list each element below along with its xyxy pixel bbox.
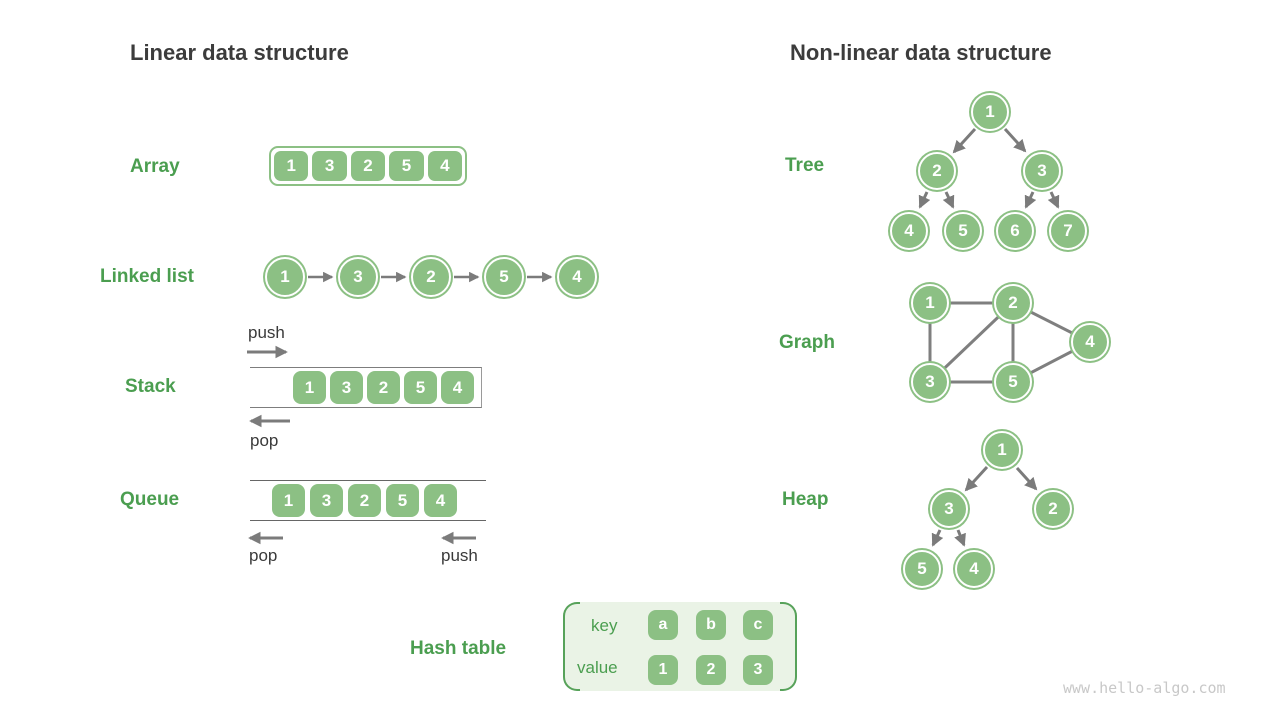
heap-node: 3: [930, 490, 968, 528]
stack-arrows: [247, 345, 290, 428]
hash-value-cell: 3: [743, 655, 773, 685]
queue-item: 4: [424, 484, 457, 517]
hash-value-cell: 1: [648, 655, 678, 685]
stack-item: 4: [441, 371, 474, 404]
graph-node: 4: [1071, 323, 1109, 361]
hash-value-cell: 2: [696, 655, 726, 685]
queue-item: 3: [310, 484, 343, 517]
hash-key-cell: c: [743, 610, 773, 640]
heap-label: Heap: [782, 489, 829, 510]
hash-key-label: key: [591, 616, 618, 635]
heap-node: 1: [983, 431, 1021, 469]
stack-push-label: push: [248, 323, 285, 342]
array-cell: 1: [274, 151, 309, 181]
tree-edges: [918, 127, 1060, 209]
stack-item: 3: [330, 371, 363, 404]
hash-key-cell: a: [648, 610, 678, 640]
array-cell: 5: [389, 151, 424, 181]
stack-item: 1: [293, 371, 326, 404]
watermark-url: www.hello-algo.com: [1063, 679, 1226, 697]
linked-list-label: Linked list: [100, 266, 194, 287]
graph-label: Graph: [779, 332, 835, 353]
heap-node: 2: [1034, 490, 1072, 528]
queue-item: 1: [272, 484, 305, 517]
linked-list-node: 5: [484, 257, 524, 297]
hash-value-label: value: [577, 658, 618, 677]
heap-node: 4: [955, 550, 993, 588]
linked-list-node: 3: [338, 257, 378, 297]
queue-label: Queue: [120, 489, 180, 510]
linked-list-node: 1: [265, 257, 305, 297]
hash-key-cell: b: [696, 610, 726, 640]
hash-table-left-bracket: [563, 602, 580, 691]
array-cell: 2: [350, 151, 386, 181]
hash-table-label: Hash table: [410, 638, 507, 659]
tree-label: Tree: [785, 155, 825, 176]
tree-node: 5: [944, 212, 982, 250]
graph-node: 2: [994, 284, 1032, 322]
queue-item: 5: [386, 484, 419, 517]
stack-item: 2: [367, 371, 400, 404]
stack-container: 1 3 2 5 4: [250, 367, 482, 408]
stack-pop-label: pop: [250, 431, 279, 450]
tree-node: 6: [996, 212, 1034, 250]
array-container: 1 3 2 5 4: [269, 146, 467, 186]
linear-column-title: Linear data structure: [130, 40, 349, 65]
graph-node: 5: [994, 363, 1032, 401]
stack-label: Stack: [125, 376, 176, 397]
hash-table-right-bracket: [780, 602, 797, 691]
queue-item: 2: [348, 484, 381, 517]
array-cell: 4: [427, 151, 463, 181]
graph-node: 3: [911, 363, 949, 401]
heap-edges: [931, 465, 1038, 547]
nonlinear-column-title: Non-linear data structure: [790, 40, 1052, 65]
array-label: Array: [130, 156, 180, 177]
heap-node: 5: [903, 550, 941, 588]
queue-pop-label: pop: [249, 546, 278, 565]
tree-node: 3: [1023, 152, 1061, 190]
array-cell: 3: [312, 151, 347, 181]
linked-list-node: 4: [557, 257, 597, 297]
graph-node: 1: [911, 284, 949, 322]
tree-node: 2: [918, 152, 956, 190]
queue-push-label: push: [441, 546, 478, 565]
tree-node: 1: [971, 93, 1009, 131]
queue-container: 1 3 2 5 4: [250, 480, 486, 521]
linked-list-node: 2: [411, 257, 451, 297]
tree-node: 4: [890, 212, 928, 250]
tree-node: 7: [1049, 212, 1087, 250]
stack-item: 5: [404, 371, 437, 404]
